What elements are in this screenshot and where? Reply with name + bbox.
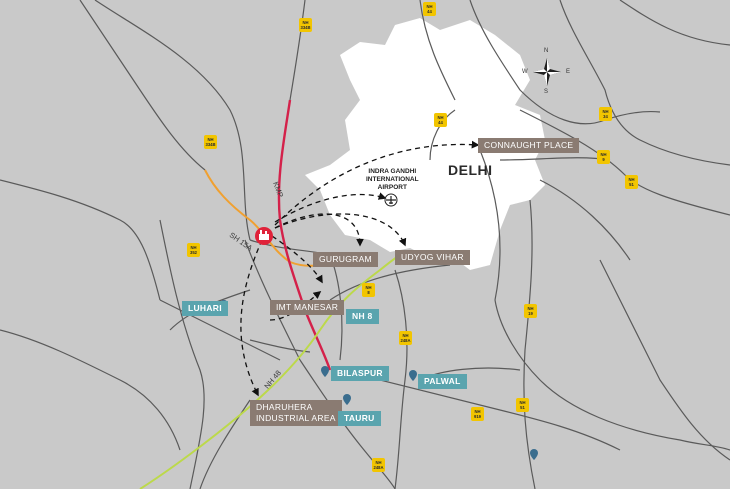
shield-nh248a-mid: NH 248A [399,331,412,345]
airplane-icon [384,193,398,207]
pin-label-bilaspur[interactable]: BILASPUR [331,366,389,381]
airport-line1: INDRA GANDHI [368,168,417,175]
location-gurugram[interactable]: GURUGRAM [313,252,378,267]
pin-label-palwal[interactable]: PALWAL [418,374,467,389]
shield-nh248a-bottom: NH 248A [372,458,385,472]
dharuhera-line1: DHARUHERA [256,402,313,412]
tauru-pin-icon [343,394,351,405]
compass-e: E [566,69,571,75]
delhi-region [305,18,545,270]
location-imt-manesar[interactable]: IMT MANESAR [270,300,345,315]
shield-nh44-top: NH 44 [423,2,436,16]
extra-pin-icon [530,449,538,460]
shield-nh352: NH 352 [187,243,200,257]
shield-nh51-right: NH 51 [625,175,638,189]
compass-w: W [522,69,528,75]
palwal-pin-icon [409,370,417,381]
shield-nh34: NH 34 [599,107,612,121]
airport-line3: AIRPORT [377,184,407,191]
compass-s: S [544,89,549,95]
shield-nh44-mid: NH 44 [434,113,447,127]
pin-label-luhari[interactable]: LUHARI [182,301,228,316]
bilaspur-pin-icon [321,366,329,377]
dharuhera-line2: INDUSTRIAL AREA [256,413,336,423]
factory-icon [255,227,273,245]
pin-label-nh8[interactable]: NH 8 [346,309,379,324]
shield-nh19-bottom: NH 51 [516,398,529,412]
compass-n: N [544,48,549,54]
shield-nh919: NH 919 [471,407,484,421]
pin-label-tauru[interactable]: TAURU [338,411,381,426]
shield-nh334b-top: NH 334B [299,18,312,32]
shield-nh19-mid: NH 19 [524,304,537,318]
airport-line2: INTERNATIONAL [366,176,419,183]
kmp-road [277,99,332,371]
city-label-delhi: DELHI [448,162,493,178]
location-connaught-place[interactable]: CONNAUGHT PLACE [478,138,580,153]
shield-nh9: NH 9 [597,150,610,164]
airport-label: INDRA GANDHI INTERNATIONAL AIRPORT [366,168,419,192]
shield-nh334b-left: NH 334B [204,135,217,149]
nh48-road [139,254,401,489]
compass-rose [533,58,561,86]
shield-nh8: NH 8 [362,283,375,297]
location-udyog-vihar[interactable]: UDYOG VIHAR [395,250,470,265]
location-dharuhera[interactable]: DHARUHERA INDUSTRIAL AREA [250,400,342,426]
